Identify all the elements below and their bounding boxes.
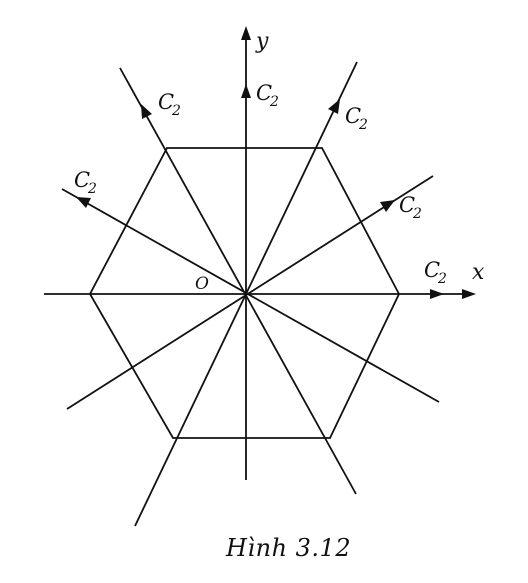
svg-text:C: C bbox=[345, 104, 361, 128]
svg-text:2: 2 bbox=[358, 117, 368, 133]
diagonal-axis-120deg bbox=[119, 67, 357, 495]
c2-label-150deg: C 2 bbox=[74, 168, 97, 197]
c2-label-120deg: C 2 bbox=[158, 90, 181, 119]
c2-vertical-arrow-icon bbox=[241, 84, 251, 98]
svg-text:2: 2 bbox=[269, 94, 279, 110]
svg-text:C: C bbox=[399, 193, 415, 217]
c2-label-60deg: C 2 bbox=[345, 104, 368, 133]
c2-label-horizontal: C 2 bbox=[424, 258, 447, 287]
c2-120deg-arrow-icon bbox=[141, 104, 152, 119]
c2-30deg-arrow-icon bbox=[380, 200, 395, 212]
svg-text:C: C bbox=[158, 90, 174, 114]
svg-text:2: 2 bbox=[437, 271, 447, 287]
svg-text:2: 2 bbox=[412, 206, 422, 222]
origin-label: O bbox=[195, 274, 209, 294]
c2-60deg-arrow-icon bbox=[328, 99, 340, 114]
c2-label-vertical: C 2 bbox=[256, 81, 279, 110]
c2-150deg-arrow-icon bbox=[76, 197, 91, 208]
x-axis-label: x bbox=[472, 260, 485, 285]
c2-horizontal-arrow-icon bbox=[430, 289, 444, 299]
edge-axis-30deg bbox=[66, 175, 434, 410]
figure-caption: Hình 3.12 bbox=[225, 534, 351, 562]
edge-axis-150deg bbox=[61, 188, 440, 403]
svg-text:2: 2 bbox=[87, 181, 97, 197]
svg-text:C: C bbox=[424, 258, 440, 282]
c2-label-30deg: C 2 bbox=[399, 193, 422, 222]
svg-text:C: C bbox=[256, 81, 272, 105]
svg-text:C: C bbox=[74, 168, 90, 192]
svg-text:2: 2 bbox=[171, 103, 181, 119]
y-axis-arrow-icon bbox=[241, 26, 251, 40]
y-axis-label: y bbox=[255, 29, 269, 54]
x-axis-arrow-icon bbox=[462, 289, 476, 299]
